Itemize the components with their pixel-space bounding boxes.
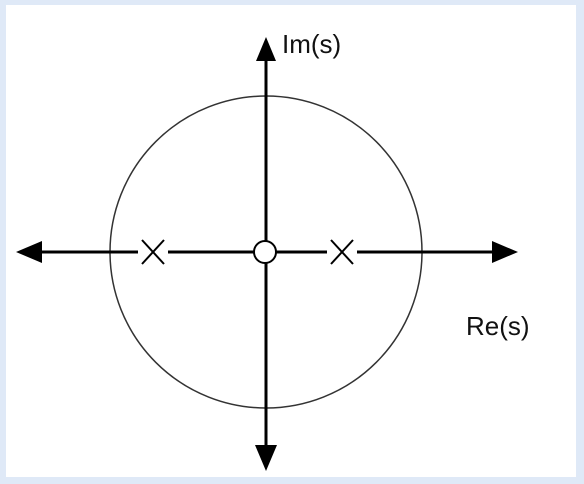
real-axis-label: Re(s): [466, 311, 530, 341]
pole-left: [138, 238, 168, 266]
imaginary-axis-up-arrow-icon: [256, 37, 276, 61]
real-axis-right-arrow-icon: [492, 241, 518, 263]
imaginary-axis-down-arrow-icon: [255, 445, 277, 471]
real-axis-left-arrow-icon: [16, 241, 42, 263]
diagram-frame: Im(s) Re(s): [6, 5, 576, 477]
pole-right: [327, 238, 357, 266]
pole-zero-plot: Im(s) Re(s): [16, 29, 530, 471]
zero-origin: [253, 240, 277, 264]
imaginary-axis-label: Im(s): [282, 29, 341, 59]
